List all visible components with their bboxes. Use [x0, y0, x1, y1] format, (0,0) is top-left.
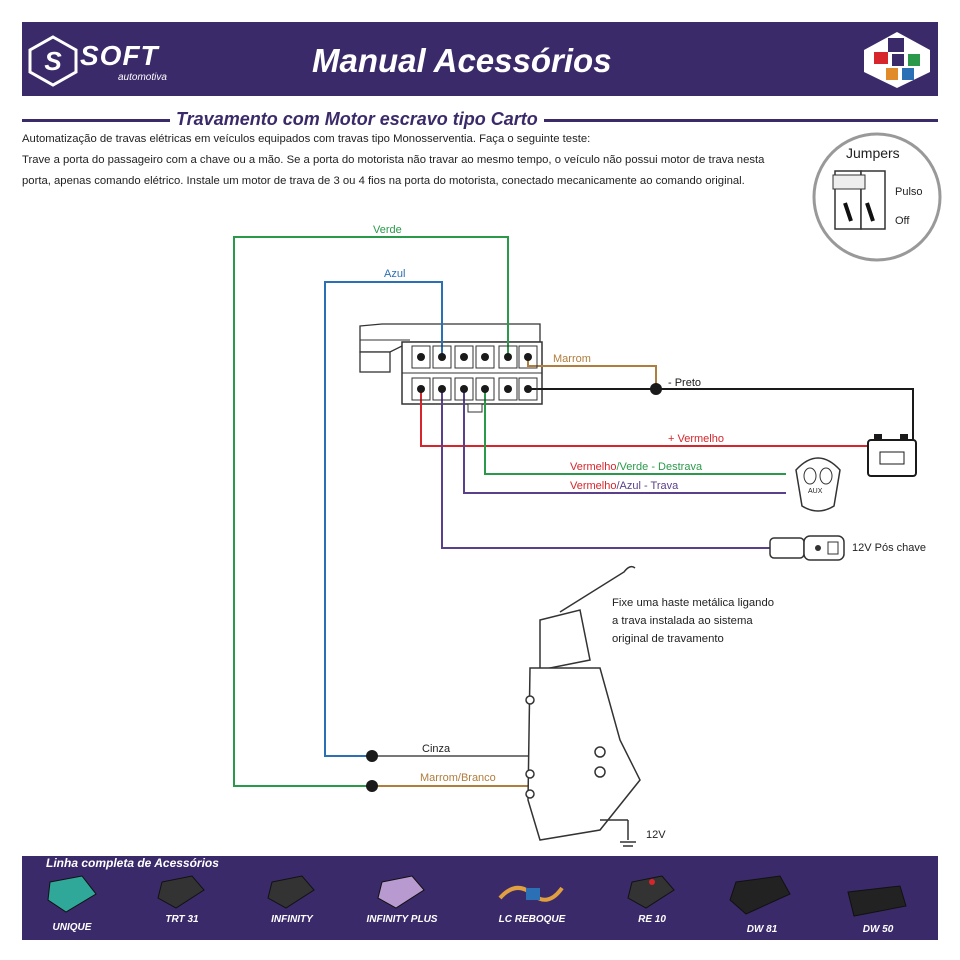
- product-infinity-plus[interactable]: INFINITY PLUS: [352, 870, 452, 940]
- product-infinity-icon: [267, 875, 315, 909]
- label-aux: AUX: [808, 488, 823, 495]
- jumper-pulso-label: Pulso: [895, 186, 923, 198]
- label-motor-12v: 12V: [646, 829, 666, 841]
- label-vermelho: + Vermelho: [668, 433, 724, 445]
- jumper-off-label: Off: [895, 215, 910, 227]
- install-note: Fixe uma haste metálica ligando a trava …: [612, 594, 774, 648]
- product-lc-reboque-icon: [498, 886, 564, 902]
- product-infinity-plus-label: INFINITY PLUS: [366, 914, 438, 925]
- brand-logo[interactable]: S SOFT automotiva: [26, 30, 176, 90]
- product-dw81-label: DW 81: [746, 924, 778, 935]
- install-note-line-1: Fixe uma haste metálica ligando: [612, 597, 775, 609]
- product-unique-label: UNIQUE: [52, 922, 92, 933]
- product-infinity[interactable]: INFINITY: [242, 870, 342, 940]
- product-dw50-icon: [847, 885, 907, 917]
- product-dw50[interactable]: DW 50: [828, 870, 928, 940]
- intro-line-3: porta, apenas comando elétrico. Instale …: [22, 175, 745, 187]
- label-preto: - Preto: [668, 377, 702, 389]
- wire-marrom: [527, 356, 657, 385]
- connector-body: [359, 323, 543, 413]
- accessories-icon-cluster: [864, 32, 930, 88]
- product-unique-icon: [47, 875, 97, 913]
- product-unique[interactable]: UNIQUE: [22, 870, 122, 940]
- product-trt31[interactable]: TRT 31: [132, 870, 232, 940]
- wire-vermelho: [420, 389, 868, 447]
- label-destrava-red: Vermelho: [570, 461, 617, 473]
- label-trava-purple: /Azul - Trava: [616, 480, 679, 492]
- label-destrava: Vermelho/Verde - Destrava: [570, 461, 702, 473]
- page-title: Manual Acessórios: [312, 42, 612, 79]
- product-trt31-label: TRT 31: [165, 914, 199, 925]
- product-re10-icon: [627, 875, 675, 909]
- label-verde: Verde: [373, 224, 402, 236]
- label-marrom-branco: Marrom/Branco: [420, 772, 496, 784]
- product-re10[interactable]: RE 10: [602, 870, 702, 940]
- label-azul: Azul: [384, 268, 406, 280]
- product-lc-reboque-label: LC REBOQUE: [498, 914, 566, 925]
- product-infinity-plus-icon: [377, 875, 425, 909]
- label-marrom: Marrom: [553, 353, 591, 365]
- product-dw81[interactable]: DW 81: [712, 870, 812, 940]
- brand-name: SOFT: [80, 40, 159, 71]
- remote-icon: [795, 457, 841, 512]
- svg-text:S: S: [44, 46, 62, 76]
- install-note-line-3: original de travamento: [612, 633, 724, 645]
- intro-line-2: Trave a porta do passageiro com a chave …: [22, 154, 765, 166]
- battery-icon: [867, 434, 917, 477]
- brand-logo-icon: S: [28, 35, 78, 87]
- product-dw81-icon: [729, 875, 791, 915]
- label-trava: Vermelho/Azul - Trava: [570, 480, 678, 492]
- label-trava-red: Vermelho: [570, 480, 617, 492]
- plug-icon: [769, 535, 845, 561]
- product-dw50-label: DW 50: [862, 924, 894, 935]
- product-lc-reboque[interactable]: LC REBOQUE: [482, 870, 582, 940]
- product-infinity-label: INFINITY: [271, 914, 313, 925]
- brand-subtitle: automotiva: [118, 72, 167, 83]
- install-note-line-2: a trava instalada ao sistema: [612, 615, 753, 627]
- footer-bar: Linha completa de Acessórios UNIQUE TRT …: [22, 856, 938, 940]
- jumpers-title: Jumpers: [846, 145, 900, 161]
- jumpers-diagram: [812, 132, 942, 262]
- intro-line-1: Automatização de travas elétricas em veí…: [22, 133, 591, 145]
- product-trt31-icon: [157, 875, 205, 909]
- label-cinza: Cinza: [422, 743, 451, 755]
- product-re10-label: RE 10: [638, 914, 666, 925]
- section-title: Travamento com Motor escravo tipo Carto: [170, 109, 544, 130]
- label-pos-chave: 12V Pós chave: [852, 542, 926, 554]
- footer-title: Linha completa de Acessórios: [46, 856, 219, 870]
- header-bar: S SOFT automotiva Manual Acessórios: [22, 22, 938, 96]
- label-destrava-green: /Verde - Destrava: [616, 461, 703, 473]
- wire-verde: [233, 236, 509, 787]
- wire-vermelho-azul: [463, 389, 786, 494]
- wire-azul: [324, 281, 443, 757]
